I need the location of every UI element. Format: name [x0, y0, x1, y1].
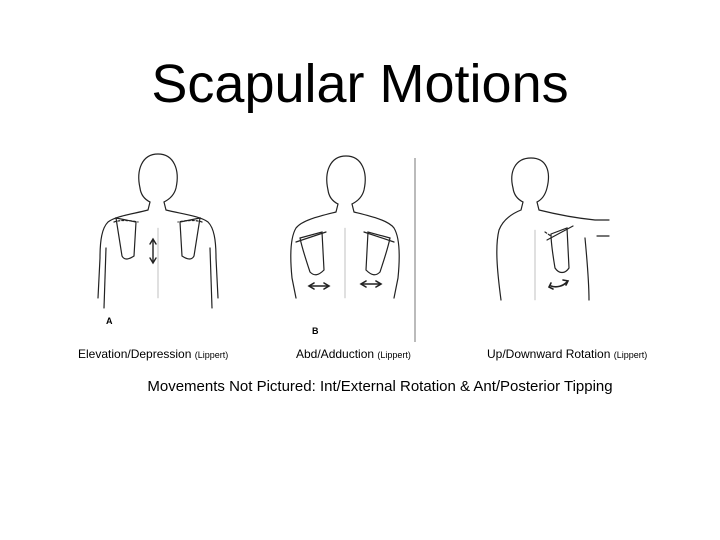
- caption-reference: (Lippert): [613, 350, 648, 360]
- caption-text: Elevation/Depression: [78, 347, 192, 361]
- elevation-depression-figure: A: [78, 148, 238, 338]
- elevation-depression-illustration: [97, 153, 219, 309]
- caption-text: Abd/Adduction: [296, 347, 375, 361]
- abduction-adduction-illustration: [290, 155, 416, 342]
- caption-elevation-depression: Elevation/Depression (Lippert): [78, 347, 228, 362]
- figure-letter-b: B: [312, 326, 319, 336]
- caption-abduction-adduction: Abd/Adduction (Lippert): [296, 347, 411, 362]
- caption-text: Up/Downward Rotation: [487, 347, 611, 361]
- caption-upward-downward-rotation: Up/Downward Rotation (Lippert): [487, 347, 647, 362]
- caption-reference: (Lippert): [377, 350, 411, 360]
- abduction-adduction-figure: B: [270, 148, 430, 346]
- movements-not-pictured-note: Movements Not Pictured: Int/External Rot…: [147, 378, 613, 395]
- upward-downward-rotation-figure: [485, 150, 610, 325]
- slide-title: Scapular Motions: [151, 54, 569, 114]
- figure-letter-a: A: [106, 316, 113, 326]
- caption-reference: (Lippert): [194, 350, 229, 360]
- upward-downward-rotation-illustration: [496, 157, 610, 301]
